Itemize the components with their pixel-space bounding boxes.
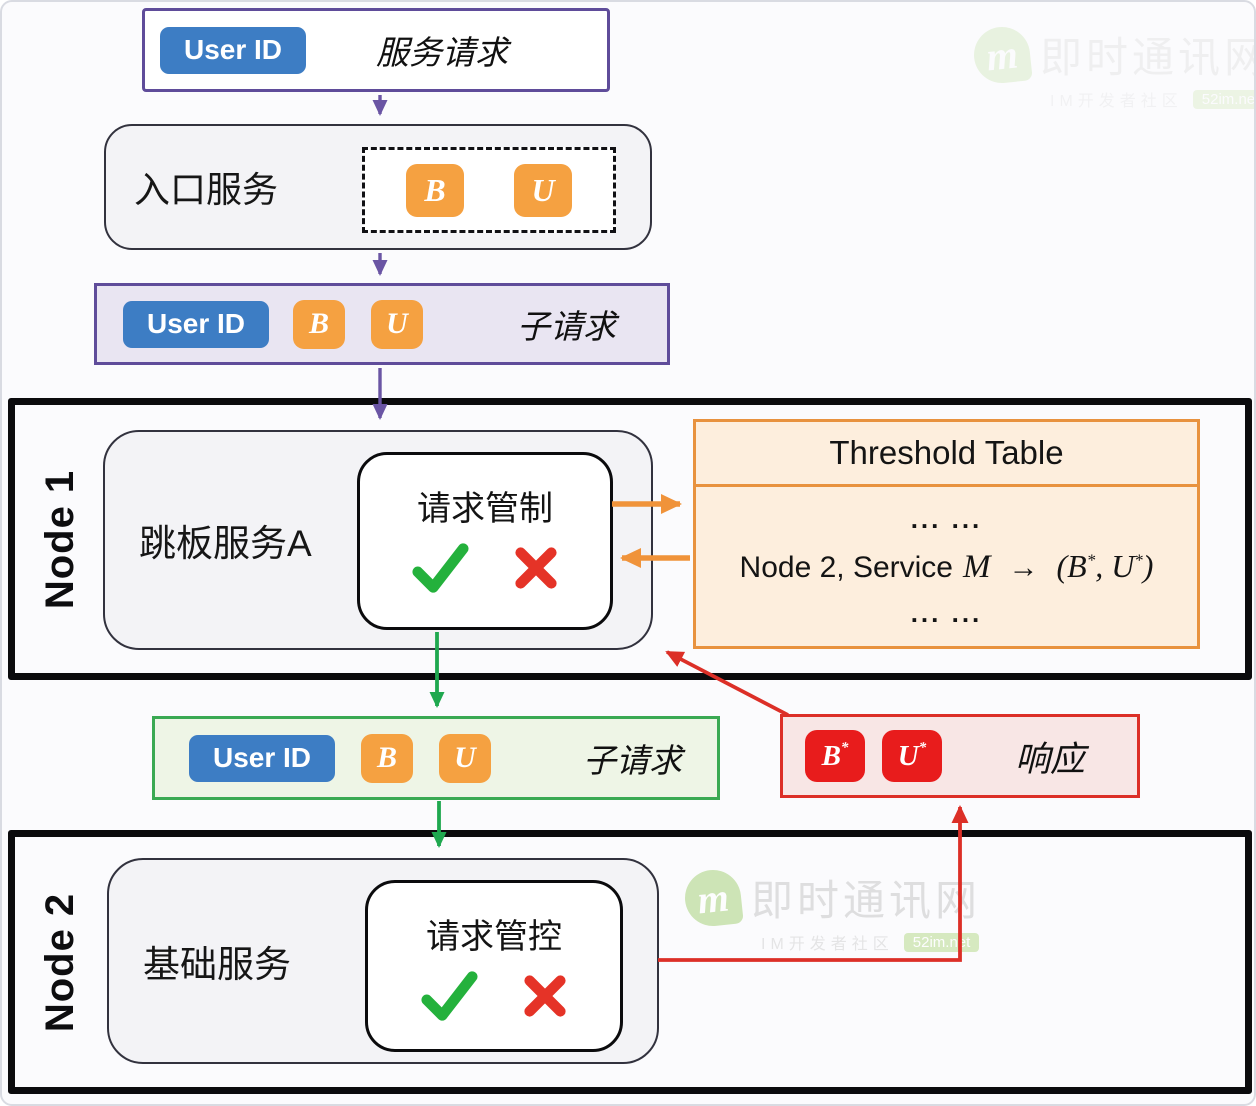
entry-service-box: 入口服务 B U	[104, 124, 652, 250]
token-u-badge: U	[371, 299, 423, 349]
watermark-site-badge: 52im.net	[903, 932, 980, 952]
token-u-badge: U	[439, 733, 491, 783]
user-id-badge: User ID	[189, 734, 335, 782]
watermark-subtitle: IM开发者社区	[1050, 93, 1183, 110]
threshold-table-title: Threshold Table	[696, 422, 1197, 487]
mapping-prefix: Node 2, Service	[739, 550, 953, 584]
token-b-badge: B	[406, 163, 464, 217]
node1-container: Node 1 跳板服务A 请求管制 Threshold Table ... ..…	[8, 398, 1252, 680]
cross-icon	[524, 975, 566, 1017]
token-u-badge: U	[514, 163, 572, 217]
check-icon	[412, 543, 469, 593]
watermark-site-badge: 52im.net	[1192, 89, 1254, 109]
sub-request-label: 子请求	[517, 308, 616, 345]
node2-label: Node 2	[38, 892, 83, 1032]
threshold-table: Threshold Table ... ... Node 2, Service M…	[693, 419, 1200, 649]
entry-service-label: 入口服务	[134, 169, 279, 210]
sub-request-label: 子请求	[583, 742, 682, 779]
cross-icon	[515, 547, 557, 589]
response-label: 响应	[1015, 739, 1086, 779]
token-u-star-badge: U*	[882, 730, 942, 782]
sub-request-box-2: User ID B U 子请求	[152, 716, 720, 800]
52im-logo-icon: m	[682, 866, 744, 929]
request-control-box-1: 请求管制	[357, 452, 613, 630]
token-b-badge: B	[293, 299, 345, 349]
mapping-arrow: →	[1008, 550, 1039, 584]
check-icon	[421, 971, 478, 1021]
request-control-title: 请求管控	[426, 918, 562, 956]
watermark-subtitle: IM开发者社区	[761, 936, 894, 953]
table-ellipsis-row: ... ...	[910, 503, 983, 534]
user-id-badge: User ID	[160, 26, 306, 74]
token-pair-slot: B U	[362, 147, 616, 233]
request-control-box-2: 请求管控	[365, 880, 623, 1052]
base-service-label: 基础服务	[143, 944, 291, 985]
jump-service-box: 跳板服务A 请求管制	[103, 430, 653, 650]
mapping-value: (B*, U*)	[1056, 547, 1154, 584]
watermark-title: 即时通讯网	[1040, 34, 1256, 81]
watermark-title: 即时通讯网	[751, 877, 982, 924]
watermark-top: m 即时通讯网 IM开发者社区 52im.net	[971, 23, 1256, 111]
token-b-star-badge: B*	[805, 730, 865, 782]
52im-logo-icon: m	[971, 23, 1033, 86]
mapping-var: M	[962, 548, 991, 585]
service-request-box: User ID 服务请求	[142, 8, 610, 92]
table-mapping-row: Node 2, Service M → (B*, U*)	[740, 548, 1154, 586]
token-b-badge: B	[361, 733, 413, 783]
node2-container: Node 2 m 即时通讯网 IM开发者社区 52im.net 基础服务 请求管…	[8, 830, 1252, 1094]
node1-label: Node 1	[38, 469, 83, 609]
sub-request-box-1: User ID B U 子请求	[94, 283, 670, 365]
jump-service-label: 跳板服务A	[139, 523, 312, 564]
response-box: B* U* 响应	[780, 714, 1140, 798]
table-ellipsis-row: ... ...	[910, 598, 983, 629]
watermark-mid: m 即时通讯网 IM开发者社区 52im.net	[682, 866, 982, 954]
base-service-box: 基础服务 请求管控	[107, 858, 659, 1064]
service-request-label: 服务请求	[376, 34, 508, 71]
request-control-title: 请求管制	[417, 490, 553, 528]
user-id-badge: User ID	[123, 300, 269, 348]
